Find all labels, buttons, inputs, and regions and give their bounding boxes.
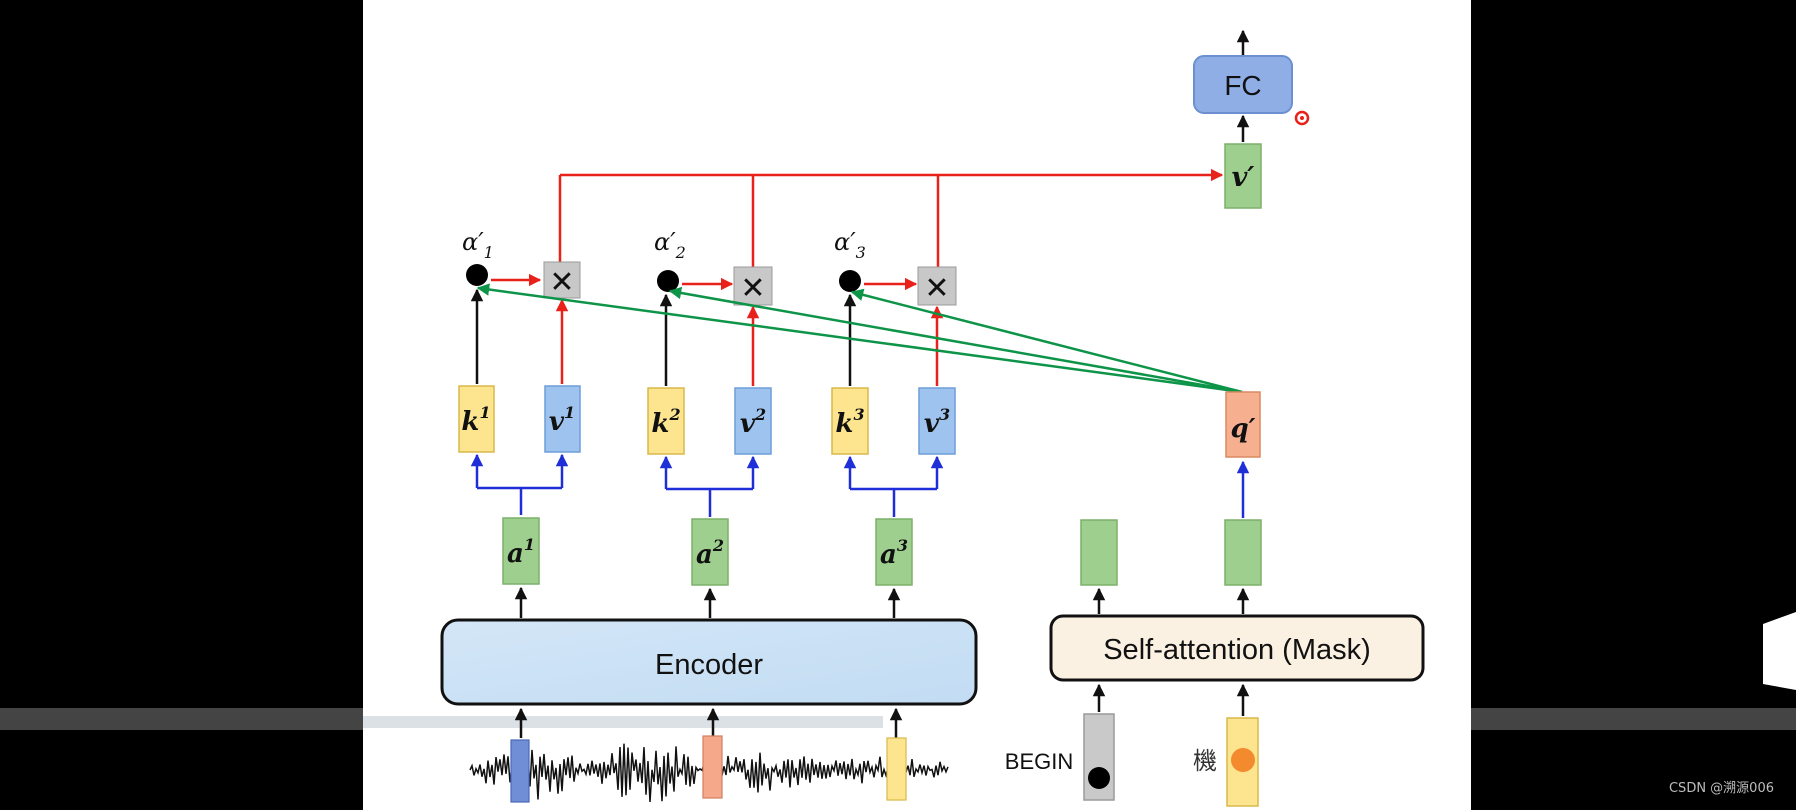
encoder-output-box-1 — [502, 517, 540, 585]
value-label-3: v3 — [924, 405, 950, 439]
key-label-3: k3 — [835, 405, 864, 439]
value-label-2: v2 — [740, 405, 766, 439]
key-label-1: k1 — [461, 403, 490, 437]
encoder-output-label-2: a2 — [696, 536, 724, 570]
query-to-alpha-2 — [668, 286, 1243, 394]
cursor-pointer-marker — [1294, 110, 1310, 126]
video-player-icon[interactable] — [1763, 612, 1796, 690]
key-box-1 — [458, 385, 495, 453]
alpha-1-label: α′1 — [462, 228, 494, 262]
a2-split-arrows — [659, 455, 760, 517]
wave-segment-1 — [510, 739, 530, 803]
query-to-alpha-3 — [850, 288, 1243, 394]
value-box-1 — [544, 385, 581, 453]
alpha-1-dot — [466, 264, 488, 286]
fc-label: FC — [1224, 70, 1261, 101]
key-label-2: k2 — [651, 405, 680, 439]
encoder-output-box-3 — [875, 518, 913, 586]
wave-segment-3 — [886, 737, 907, 801]
query-label: q′ — [1230, 414, 1255, 444]
encoder-output-label-3: a3 — [880, 536, 908, 570]
alpha-3-label: α′3 — [834, 228, 866, 262]
encoder-block — [440, 618, 978, 706]
a1-split-arrows — [470, 453, 569, 515]
cursor-pointer-dot — [1300, 116, 1304, 120]
begin-token-dot — [1088, 767, 1110, 789]
fc-box — [1193, 55, 1293, 114]
a3-split-arrows — [843, 455, 944, 517]
weighted-sum-lines — [558, 168, 1224, 268]
value-label-1: v1 — [549, 403, 575, 437]
decoder-output-box-1 — [1080, 519, 1118, 586]
alpha-2-label: α′2 — [654, 228, 686, 262]
multiply-box-3 — [917, 266, 957, 306]
decoder-output-box-2 — [1224, 519, 1262, 586]
multiply-symbol-3: ✕ — [924, 271, 949, 306]
wave-segment-2 — [702, 735, 723, 799]
query-lines — [476, 283, 1243, 394]
char-token-dot — [1231, 748, 1255, 772]
begin-label: BEGIN — [1005, 749, 1073, 774]
input-char-label: 機 — [1193, 747, 1217, 775]
watermark: CSDN @溯源006 — [1668, 781, 1774, 796]
v-prime-box — [1224, 143, 1262, 209]
self-attention-block — [1049, 614, 1425, 682]
multiply-box-1 — [543, 261, 581, 299]
query-to-alpha-1 — [476, 283, 1243, 394]
encoder-output-label-1: a1 — [507, 535, 535, 569]
multiply-symbol-2: ✕ — [740, 271, 765, 306]
video-strip-left — [0, 708, 363, 730]
encoder-label: Encoder — [655, 649, 763, 681]
alpha-3-dot — [839, 270, 861, 292]
self-attention-label: Self-attention (Mask) — [1103, 634, 1371, 666]
multiply-symbol-1: ✕ — [549, 265, 574, 300]
value-box-2 — [734, 387, 772, 455]
encoder-output-box-2 — [691, 518, 729, 586]
multiply-box-2 — [733, 266, 773, 306]
query-box — [1225, 391, 1261, 458]
key-box-3 — [831, 387, 869, 455]
v-prime-label: v′ — [1232, 162, 1255, 193]
value-box-3 — [918, 387, 956, 455]
alpha-2-dot — [657, 270, 679, 292]
key-box-2 — [647, 387, 685, 455]
video-strip-slide — [363, 716, 883, 728]
video-strip-right — [1471, 708, 1796, 730]
